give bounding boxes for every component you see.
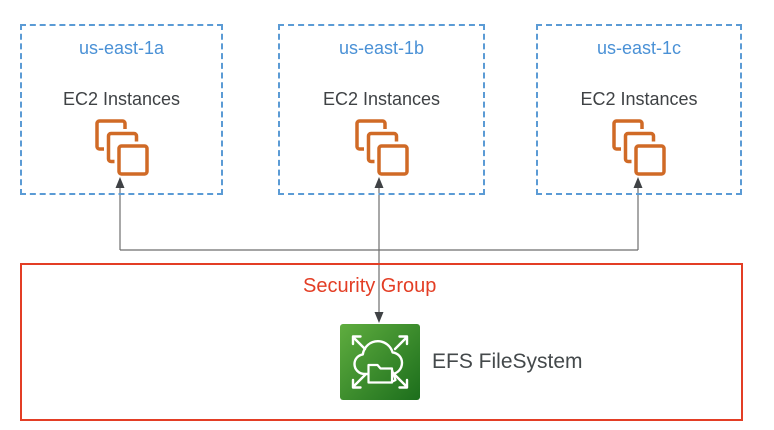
ec2-instances-icon bbox=[280, 119, 483, 179]
efs-filesystem-label: EFS FileSystem bbox=[432, 350, 583, 373]
zone-box-us-east-1b: us-east-1b EC2 Instances bbox=[278, 24, 485, 195]
zone-label: us-east-1c bbox=[596, 38, 682, 58]
zone-label: us-east-1a bbox=[78, 38, 165, 58]
zone-box-us-east-1c: us-east-1c EC2 Instances bbox=[536, 24, 742, 195]
ec2-instances-label: EC2 Instances bbox=[580, 89, 698, 109]
efs-filesystem-icon bbox=[340, 324, 420, 400]
security-group-label: Security Group bbox=[303, 275, 437, 297]
zone-label: us-east-1b bbox=[338, 38, 425, 58]
ec2-instances-label: EC2 Instances bbox=[62, 89, 181, 109]
zone-box-us-east-1a: us-east-1a EC2 Instances bbox=[20, 24, 223, 195]
ec2-instances-label: EC2 Instances bbox=[322, 89, 441, 109]
ec2-instances-icon bbox=[538, 119, 740, 179]
security-group-box bbox=[20, 263, 743, 421]
ec2-instances-icon bbox=[22, 119, 221, 179]
